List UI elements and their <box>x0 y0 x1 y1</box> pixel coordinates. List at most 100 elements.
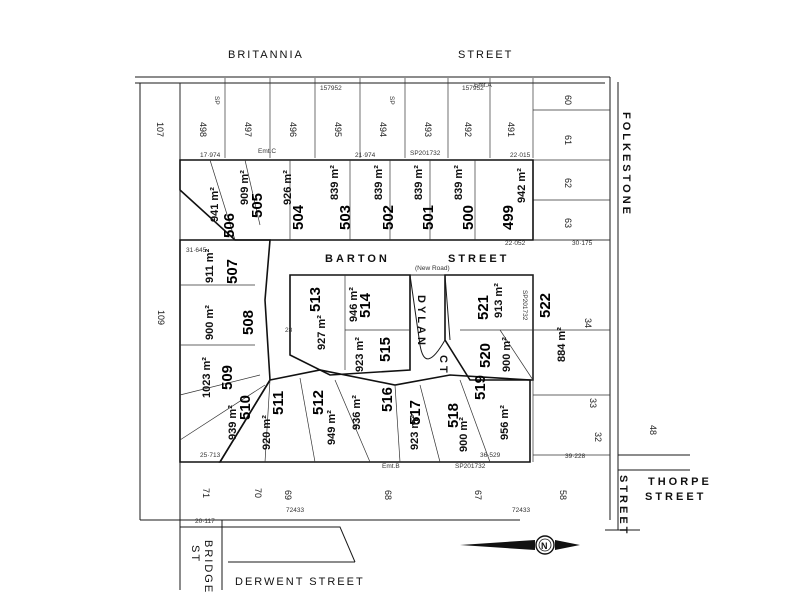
lot-519-area: 956 m² <box>499 405 511 440</box>
dim-30175: 30·175 <box>572 240 593 247</box>
old-lot-48: 48 <box>648 425 658 435</box>
street-vertical-label: STREET <box>617 475 629 536</box>
emt-c-label: Emt.C <box>258 148 276 155</box>
sp201732-ref-a: SP201732 <box>410 150 441 157</box>
bridge-label: BRIDGE <box>202 540 214 594</box>
old-lot-61: 61 <box>563 135 573 145</box>
old-lot-491: 491 <box>506 122 516 137</box>
lot-521: 521 <box>475 295 492 320</box>
dimension-labels: 21·974 22·015 17·974 22·052 31·645 30·17… <box>186 152 593 525</box>
old-lot-34: 34 <box>583 318 593 328</box>
old-lot-497: 497 <box>243 122 253 137</box>
dim-25713: 25·713 <box>200 452 221 459</box>
dim-39228: 39·228 <box>565 453 586 460</box>
thorpe-street-label: STREET <box>645 491 706 503</box>
ct-label: CT <box>437 355 449 376</box>
thorpe-label: THORPE <box>648 476 712 488</box>
lot-510: 510 <box>237 395 254 420</box>
old-lot-495: 495 <box>333 122 343 137</box>
lot-500-area: 839 m² <box>453 165 465 200</box>
dim-22052: 22·052 <box>505 240 526 247</box>
lot-513: 513 <box>307 287 324 312</box>
plan-157952-b: 157952 <box>462 85 484 92</box>
lot-505-area: 909 m² <box>239 170 251 205</box>
old-lot-494: 494 <box>378 122 388 137</box>
old-lot-68: 68 <box>383 490 393 500</box>
dim-17974: 17·974 <box>200 152 221 159</box>
britannia-street-label: STREET <box>458 49 513 61</box>
street-labels: BRITANNIA STREET FOLKESTONE BARTON STREE… <box>189 49 712 594</box>
new-lot-lines <box>179 159 610 463</box>
lot-520-area: 900 m² <box>501 337 513 372</box>
lot-500: 500 <box>460 205 477 230</box>
old-lot-58: 58 <box>558 490 568 500</box>
lot-517: 517 <box>407 400 424 425</box>
lot-508: 508 <box>240 310 257 335</box>
barton-label: BARTON <box>325 253 390 265</box>
dylan-label: DYLAN <box>415 295 427 348</box>
lot-503-area: 839 m² <box>329 165 341 200</box>
old-lot-498: 498 <box>198 122 208 137</box>
lot-506-area: 941 m² <box>209 187 221 222</box>
old-lot-69: 69 <box>283 490 293 500</box>
lot-511-area: 920 m² <box>261 415 273 450</box>
lot-499-area: 942 m² <box>516 168 528 203</box>
lot-522: 522 <box>537 293 554 318</box>
new-lot-labels: 499 942 m² 500 839 m² 501 839 m² 502 839… <box>201 165 568 452</box>
old-lot-67: 67 <box>473 490 483 500</box>
britannia-label: BRITANNIA <box>228 49 304 61</box>
top-old-lot-lines <box>179 78 610 241</box>
lot-506: 506 <box>221 213 238 238</box>
lot-502: 502 <box>380 205 397 230</box>
dim-20117: 20·117 <box>195 518 215 525</box>
lot-518-area: 900 m² <box>458 417 470 452</box>
folkestone-label: FOLKESTONE <box>620 112 632 217</box>
lot-508-area: 900 m² <box>204 305 216 340</box>
lot-515-area: 923 m² <box>354 337 366 372</box>
old-lot-63: 63 <box>563 218 573 228</box>
sp201732-ref-b: SP201732 <box>455 463 486 470</box>
dim-28: 28 <box>285 327 293 334</box>
lot-504: 504 <box>290 204 307 230</box>
lot-507-area: 911 m² <box>204 248 216 283</box>
sp201732-ref-c: SP201732 <box>521 290 528 321</box>
lot-509: 509 <box>219 365 236 390</box>
lot-513-area: 927 m² <box>316 315 328 350</box>
lot-504-area: 926 m² <box>282 170 294 205</box>
plan-157952-a: 157952 <box>320 85 342 92</box>
dim-21974: 21·974 <box>355 152 376 159</box>
sp-ref-1: SP <box>213 96 220 105</box>
old-lot-493: 493 <box>423 122 433 137</box>
dim-31645: 31·645 <box>186 247 207 254</box>
old-lot-numbers: 498 497 496 495 494 493 492 491 107 60 6… <box>155 95 658 500</box>
plan-72433-b: 72433 <box>512 507 530 514</box>
lot-503: 503 <box>337 205 354 230</box>
old-lot-33: 33 <box>588 398 598 408</box>
old-lot-62: 62 <box>563 178 573 188</box>
lot-505: 505 <box>249 193 266 218</box>
lot-514-area: 946 m² <box>348 287 360 322</box>
plan-72433-a: 72433 <box>286 507 304 514</box>
lot-522-area: 884 m² <box>556 327 568 362</box>
sp-ref-2: SP <box>388 96 395 105</box>
st-label: ST <box>189 545 201 563</box>
derwent-street-label: DERWENT STREET <box>235 576 365 588</box>
lot-510-area: 939 m² <box>227 405 239 440</box>
lot-509-area: 1023 m² <box>201 357 213 398</box>
lot-512: 512 <box>310 390 327 415</box>
old-lot-496: 496 <box>288 122 298 137</box>
barton-street-label: STREET <box>448 253 509 265</box>
emt-b-label: Emt.B <box>382 463 400 470</box>
old-lot-60: 60 <box>563 95 573 105</box>
lot-519: 519 <box>472 375 489 400</box>
north-arrow: N <box>460 535 580 555</box>
lot-499: 499 <box>500 205 517 230</box>
old-lot-107: 107 <box>155 122 165 137</box>
lot-516: 516 <box>379 387 396 412</box>
lot-501-area: 839 m² <box>413 165 425 200</box>
lot-512-area: 949 m² <box>326 410 338 445</box>
dim-36529: 36·529 <box>480 452 501 459</box>
lot-502-area: 839 m² <box>373 165 385 200</box>
lot-515: 515 <box>377 337 394 362</box>
